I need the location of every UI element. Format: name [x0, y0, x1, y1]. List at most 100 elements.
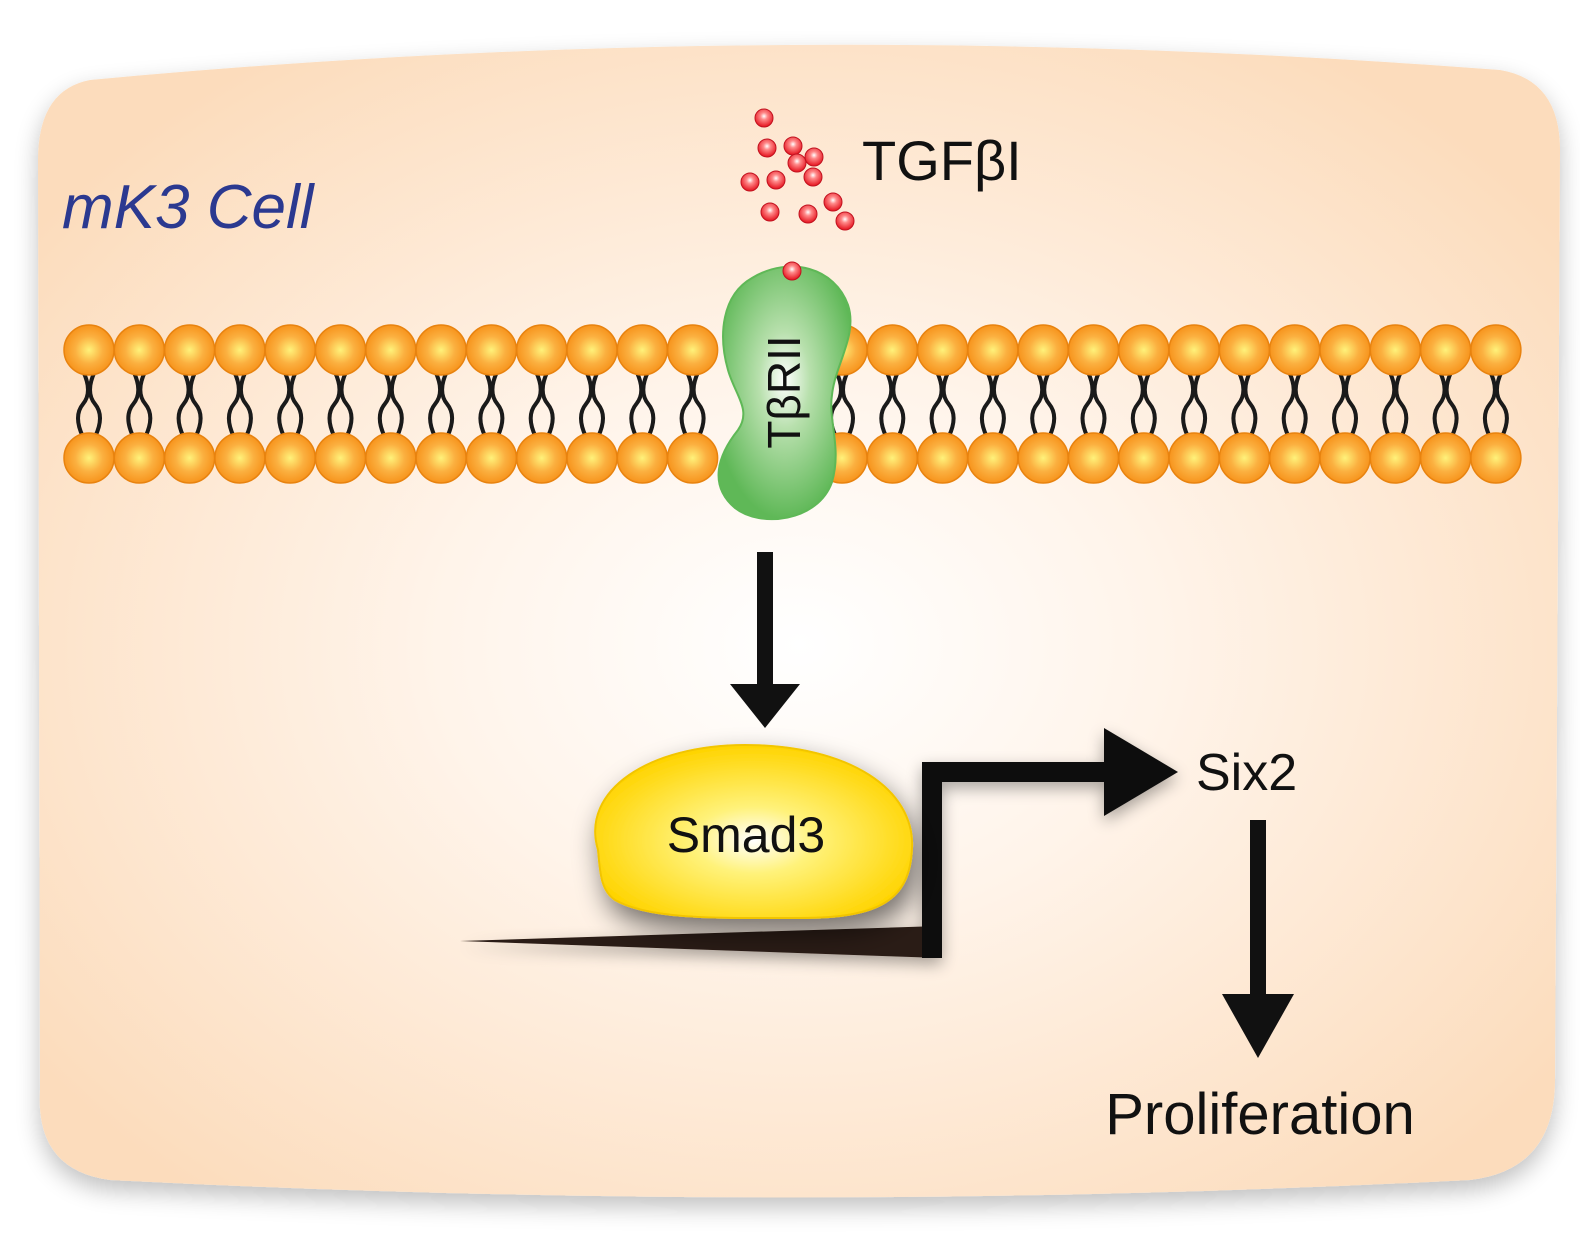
lipid-head-icon: [916, 324, 969, 376]
lipid-tail: [1142, 369, 1157, 439]
lipid-head-icon: [515, 432, 568, 484]
ligand-particle-icon: [798, 204, 818, 224]
lipid-tail: [339, 369, 354, 439]
lipid-head-icon: [866, 324, 919, 376]
lipid-tail: [1293, 369, 1308, 439]
lipid-tail: [1344, 369, 1358, 439]
lipid-tail: [428, 369, 443, 439]
lipid-tail: [138, 369, 153, 439]
lipid-head-icon: [113, 324, 166, 376]
ligand-label: TGFβI: [862, 129, 1022, 192]
lipid-tail: [226, 369, 241, 439]
lipid-tail: [691, 369, 706, 439]
lipid-tail: [126, 369, 141, 439]
lipid-tail: [490, 369, 505, 439]
lipid-head-icon: [314, 432, 367, 484]
lipid-head-icon: [1118, 432, 1170, 484]
lipid-tail: [277, 369, 292, 439]
arrow-receptor-to-smad: [730, 552, 800, 728]
lipid-tail: [1080, 369, 1095, 439]
lipid-head-icon: [1017, 432, 1069, 484]
lipid-tail: [1092, 369, 1107, 439]
lipid-head-icon: [1168, 432, 1220, 484]
lipid-head-icon: [1470, 324, 1522, 376]
cell-label: mK3 Cell: [62, 173, 316, 242]
promoter-arrow: [460, 728, 1178, 958]
lipid-head-icon: [1268, 432, 1321, 484]
lipid-head-icon: [1419, 432, 1472, 484]
ligand-particle-icon: [835, 211, 855, 231]
lipid-head-icon: [1218, 324, 1271, 376]
lipid-tail: [1042, 369, 1057, 439]
lipid-tail: [1494, 369, 1509, 439]
ligand-particle-icon: [787, 153, 807, 173]
lipid-tail: [891, 369, 906, 439]
lipid-head-icon: [264, 324, 316, 376]
lipid-head-icon: [465, 324, 518, 376]
lipid-head-icon: [1168, 324, 1220, 376]
ligand-particle-icon: [804, 147, 824, 167]
lipid-head-icon: [1369, 432, 1422, 484]
lipid-head-icon: [365, 324, 417, 376]
receptor-shape: [717, 265, 852, 521]
lipid-tail: [1231, 369, 1246, 439]
lipid-head-icon: [63, 324, 115, 376]
lipid-head-icon: [1067, 324, 1120, 376]
lipid-head-icon: [163, 324, 216, 376]
lipid-head-icon: [566, 324, 618, 376]
lipid-tail: [1193, 369, 1208, 439]
lipid-head-icon: [63, 432, 115, 484]
lipid-tail: [1030, 369, 1045, 439]
lipid-head-icon: [1369, 324, 1422, 376]
ligand-cluster: [740, 108, 855, 281]
lipid-head-icon: [365, 432, 417, 484]
lipid-head-icon: [113, 432, 166, 484]
lipid-head-icon: [415, 324, 467, 376]
lipid-tail: [1243, 369, 1258, 439]
lipid-tail: [1332, 369, 1346, 439]
lipid-tail: [440, 369, 455, 439]
lipid-tail: [979, 369, 994, 439]
lipid-tail: [76, 369, 90, 439]
ligand-particle-icon: [803, 167, 823, 187]
promoter-wedge-icon: [460, 926, 940, 958]
receptor-tbrii: TβRII: [717, 265, 852, 521]
ligand-particle-icon: [783, 136, 803, 156]
lipid-head-icon: [1017, 324, 1069, 376]
lipid-head-icon: [566, 432, 618, 484]
lipid-tail: [591, 369, 605, 439]
receptor-label: TβRII: [758, 335, 810, 448]
ligand-particle-icon: [754, 108, 774, 128]
lipid-tail: [879, 369, 894, 439]
ligand-particle-icon: [740, 172, 760, 192]
arrow-six2-to-proliferation: [1222, 820, 1294, 1058]
lipid-tail: [1382, 369, 1397, 439]
lipid-tail: [327, 369, 342, 439]
lipid-head-icon: [214, 324, 266, 376]
ligand-particle-icon: [823, 192, 843, 212]
lipid-tail: [1444, 369, 1459, 439]
lipid-head-icon: [314, 324, 367, 376]
lipid-head-icon: [967, 324, 1019, 376]
lipid-head-icon: [515, 324, 568, 376]
lipid-tail: [478, 369, 493, 439]
bound-ligand-icon: [782, 261, 802, 281]
lipid-tail: [679, 369, 694, 439]
lipid-head-icon: [1470, 432, 1522, 484]
lipid-tail: [841, 369, 855, 439]
lipid-head-icon: [1118, 324, 1170, 376]
lipid-head-icon: [866, 432, 919, 484]
lipid-tail: [991, 369, 1006, 439]
lipid-tail: [1482, 369, 1497, 439]
ligand-particle-icon: [757, 138, 777, 158]
lipid-tail: [941, 369, 956, 439]
lipid-head-icon: [264, 432, 316, 484]
lipid-head-icon: [1268, 324, 1321, 376]
lipid-head-icon: [163, 432, 216, 484]
lipid-tail: [1281, 369, 1296, 439]
lipid-head-icon: [616, 324, 669, 376]
smad3-protein: Smad3: [594, 743, 914, 920]
lipid-tail: [528, 369, 543, 439]
